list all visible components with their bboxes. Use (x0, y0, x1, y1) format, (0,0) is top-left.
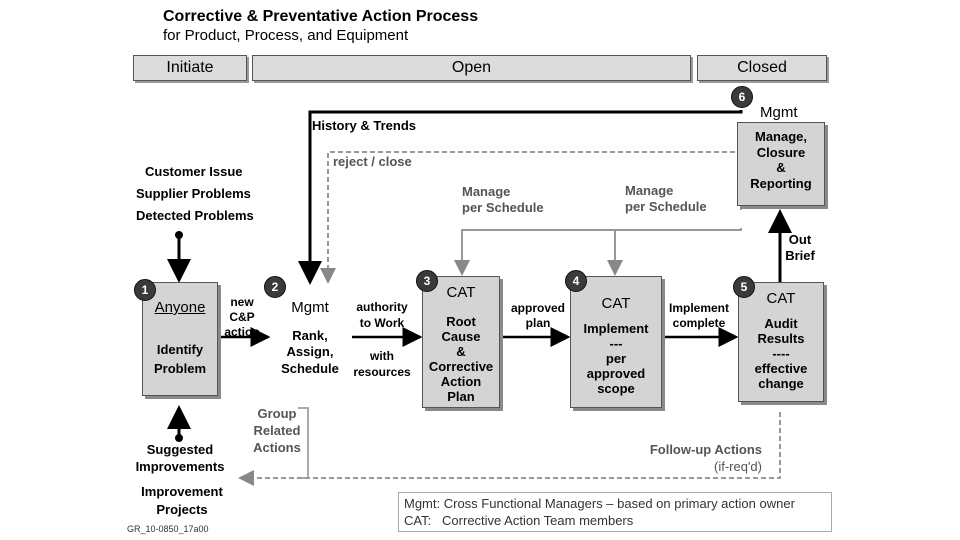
step-5-head: CAT (766, 290, 796, 307)
step-5-text: Audit Results ---- effective change (754, 316, 808, 391)
manage-schedule-label-1: Manage per Schedule (462, 184, 544, 215)
step-3-text: Root Cause & Corrective Action Plan (428, 314, 494, 404)
legend-mgmt: Mgmt: Cross Functional Managers – based … (404, 496, 795, 511)
step-2-text: Rank, Assign, Schedule (281, 328, 339, 376)
suggested-improvements-label: Suggested Improvements (135, 442, 225, 474)
input-detected-problems: Detected Problems (136, 208, 254, 223)
legend-cat: CAT: Corrective Action Team members (404, 513, 634, 528)
history-trends-label: History & Trends (312, 118, 417, 133)
step-1-text: Identify Problem (153, 342, 206, 376)
improvement-projects-label: Improvement Projects (141, 484, 223, 517)
new-cp-action-label: new C&P action (224, 295, 260, 339)
reject-close-label: reject / close (333, 154, 412, 169)
legend-box: Mgmt: Cross Functional Managers – based … (398, 492, 832, 532)
step-1-box: Anyone Identify Problem (142, 282, 218, 396)
group-related-label: Group Related Actions (253, 406, 301, 455)
step-5-number: 5 (733, 276, 755, 298)
page-subtitle: for Product, Process, and Equipment (163, 27, 409, 44)
step-6-head: Mgmt (760, 104, 798, 121)
implement-complete-label: Implement complete (668, 301, 729, 330)
step-6-box: Manage, Closure & Reporting (737, 122, 825, 206)
approved-plan-label: approved plan (510, 301, 565, 330)
manage-schedule-arrow-1 (454, 228, 742, 276)
out-brief-label: Out Brief (785, 232, 815, 263)
step-2-head: Mgmt (291, 299, 329, 316)
step-6-number: 6 (731, 86, 753, 108)
with-resources-label: with resources (353, 349, 411, 380)
document-id: GR_10-0850_17a00 (127, 524, 209, 534)
history-trends-arrow (298, 110, 743, 285)
step-2-number: 2 (264, 276, 286, 298)
step-2-box: Mgmt Rank, Assign, Schedule (270, 286, 350, 386)
step-3-number: 3 (416, 270, 438, 292)
step-6-text: Manage, Closure & Reporting (750, 129, 812, 191)
step-4-text: Implement --- per approved scope (583, 321, 649, 396)
followup-arrow (238, 412, 781, 486)
page-title: Corrective & Preventative Action Process (163, 8, 479, 25)
input-customer-issue: Customer Issue (145, 164, 243, 179)
phase-open: Open (252, 55, 691, 81)
group-related-line (298, 407, 309, 479)
step-4-head: CAT (601, 295, 631, 312)
phase-closed: Closed (697, 55, 827, 81)
input-supplier-problems: Supplier Problems (136, 186, 251, 201)
step-5-box: CAT Audit Results ---- effective change (738, 282, 824, 402)
step-4-box: CAT Implement --- per approved scope (570, 276, 662, 408)
step-3-box: CAT Root Cause & Corrective Action Plan (422, 276, 500, 408)
manage-schedule-label-2: Manage per Schedule (625, 183, 707, 214)
followup-label: Follow-up Actions (if-req'd) (649, 442, 762, 474)
step-4-number: 4 (565, 270, 587, 292)
step-3-head: CAT (446, 284, 476, 301)
step-1-head: Anyone (154, 299, 206, 316)
reject-close-arrow (320, 151, 742, 284)
phase-initiate: Initiate (133, 55, 247, 81)
step-1-number: 1 (134, 279, 156, 301)
authority-label: authority to Work (356, 300, 408, 330)
